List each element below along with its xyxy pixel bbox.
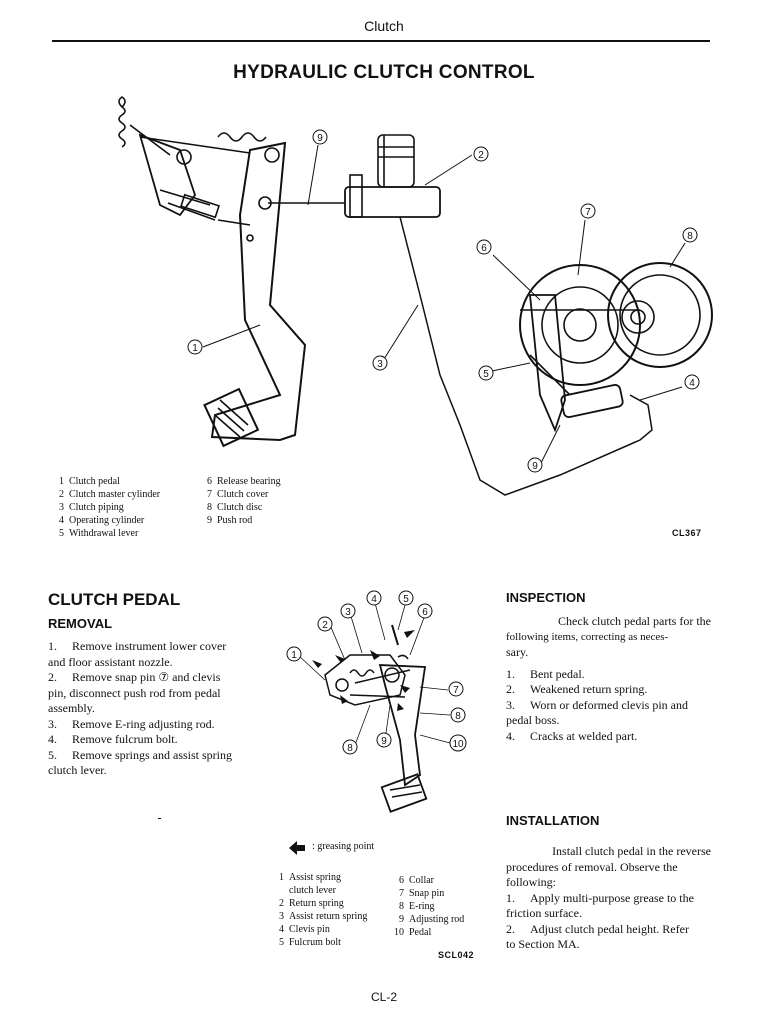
text-line: following: xyxy=(506,875,556,889)
fig2-callout: 1 xyxy=(291,650,297,661)
removal-steps: 1.Remove instrument lower cover and floo… xyxy=(48,639,253,779)
subheading-installation: INSTALLATION xyxy=(506,813,600,828)
subheading-removal: REMOVAL xyxy=(48,616,113,631)
hydraulic-clutch-diagram: 9 2 7 6 8 1 3 5 4 9 xyxy=(118,96,713,496)
fig2-callout: 9 xyxy=(381,736,387,747)
list-item: 2.Adjust clutch pedal height. Refer xyxy=(506,921,689,936)
inspection-text: Check clutch pedal parts for the followi… xyxy=(506,614,711,744)
running-header: Clutch xyxy=(364,18,404,34)
list-item: pin, disconnect push rod from pedal xyxy=(48,685,221,700)
page-number: CL-2 xyxy=(370,990,397,1004)
fig1-callout: 3 xyxy=(377,359,383,370)
greasing-arrow-icon xyxy=(289,841,305,855)
list-item: to Section MA. xyxy=(506,937,580,951)
text-line: Install clutch pedal in the reverse xyxy=(552,844,711,858)
fig1-callout: 9 xyxy=(532,461,538,472)
header-rule xyxy=(52,40,710,42)
fig2-callout: 10 xyxy=(452,739,464,750)
text-line: following items, correcting as neces- xyxy=(506,630,669,643)
fig2-callout: 4 xyxy=(371,594,377,605)
installation-text: Install clutch pedal in the reverse proc… xyxy=(506,844,711,953)
fig1-callout: 5 xyxy=(483,369,489,380)
greasing-point-label: : greasing point xyxy=(312,841,375,852)
list-item: 4.Cracks at welded part. xyxy=(506,728,638,743)
fig2-callout: 8 xyxy=(347,743,353,754)
text-line: Check clutch pedal parts for the xyxy=(558,614,711,628)
list-item: 1.Bent pedal. xyxy=(506,666,585,681)
fig2-callout: 8 xyxy=(455,711,461,722)
fig2-callout: 3 xyxy=(345,607,351,618)
fig1-callout: 2 xyxy=(478,150,484,161)
list-item: 3.Remove E-ring adjusting rod. xyxy=(48,716,215,731)
list-item: assembly. xyxy=(48,701,95,715)
list-item: 5.Remove springs and assist spring xyxy=(48,747,232,762)
stray-mark xyxy=(158,818,161,819)
clutch-pedal-assembly-diagram: 4 5 3 6 2 1 7 8 8 9 10 xyxy=(286,590,467,813)
list-item: 2.Remove snap pin ⑦ and clevis xyxy=(48,670,221,684)
list-item: 1.Apply multi-purpose grease to the xyxy=(506,890,694,905)
list-item: and floor assistant nozzle. xyxy=(48,654,173,669)
fig2-callout: 5 xyxy=(403,594,409,605)
fig1-callout: 1 xyxy=(192,343,198,354)
figure-code: CL367 xyxy=(672,528,702,538)
text-line: sary. xyxy=(506,645,529,659)
fig1-callout: 8 xyxy=(687,231,693,242)
list-item: friction surface. xyxy=(506,906,582,920)
page-title: HYDRAULIC CLUTCH CONTROL xyxy=(233,62,535,83)
list-item: 1.Remove instrument lower cover xyxy=(48,639,227,653)
list-item: clutch lever. xyxy=(48,763,107,777)
list-item: 4.Remove fulcrum bolt. xyxy=(48,732,178,746)
fig1-callout: 6 xyxy=(481,243,487,254)
return-spring-drawing xyxy=(118,96,251,156)
list-item: 3.Worn or deformed clevis pin and xyxy=(506,697,688,712)
figure-code: SCL042 xyxy=(438,950,475,960)
fig1-callout: 4 xyxy=(689,378,695,389)
subheading-inspection: INSPECTION xyxy=(506,590,586,605)
fig2-callout: 6 xyxy=(422,607,428,618)
list-item: 2.Weakened return spring. xyxy=(506,682,648,696)
legend-item: clutch lever xyxy=(289,885,336,896)
fig1-callout: 9 xyxy=(317,133,323,144)
section-heading-clutch-pedal: CLUTCH PEDAL xyxy=(48,590,181,609)
fig1-callout: 7 xyxy=(585,207,591,218)
fig2-callout: 2 xyxy=(322,620,328,631)
text-line: procedures of removal. Observe the xyxy=(506,859,678,874)
fig2-callout: 7 xyxy=(453,685,459,696)
list-item: pedal boss. xyxy=(506,713,560,727)
